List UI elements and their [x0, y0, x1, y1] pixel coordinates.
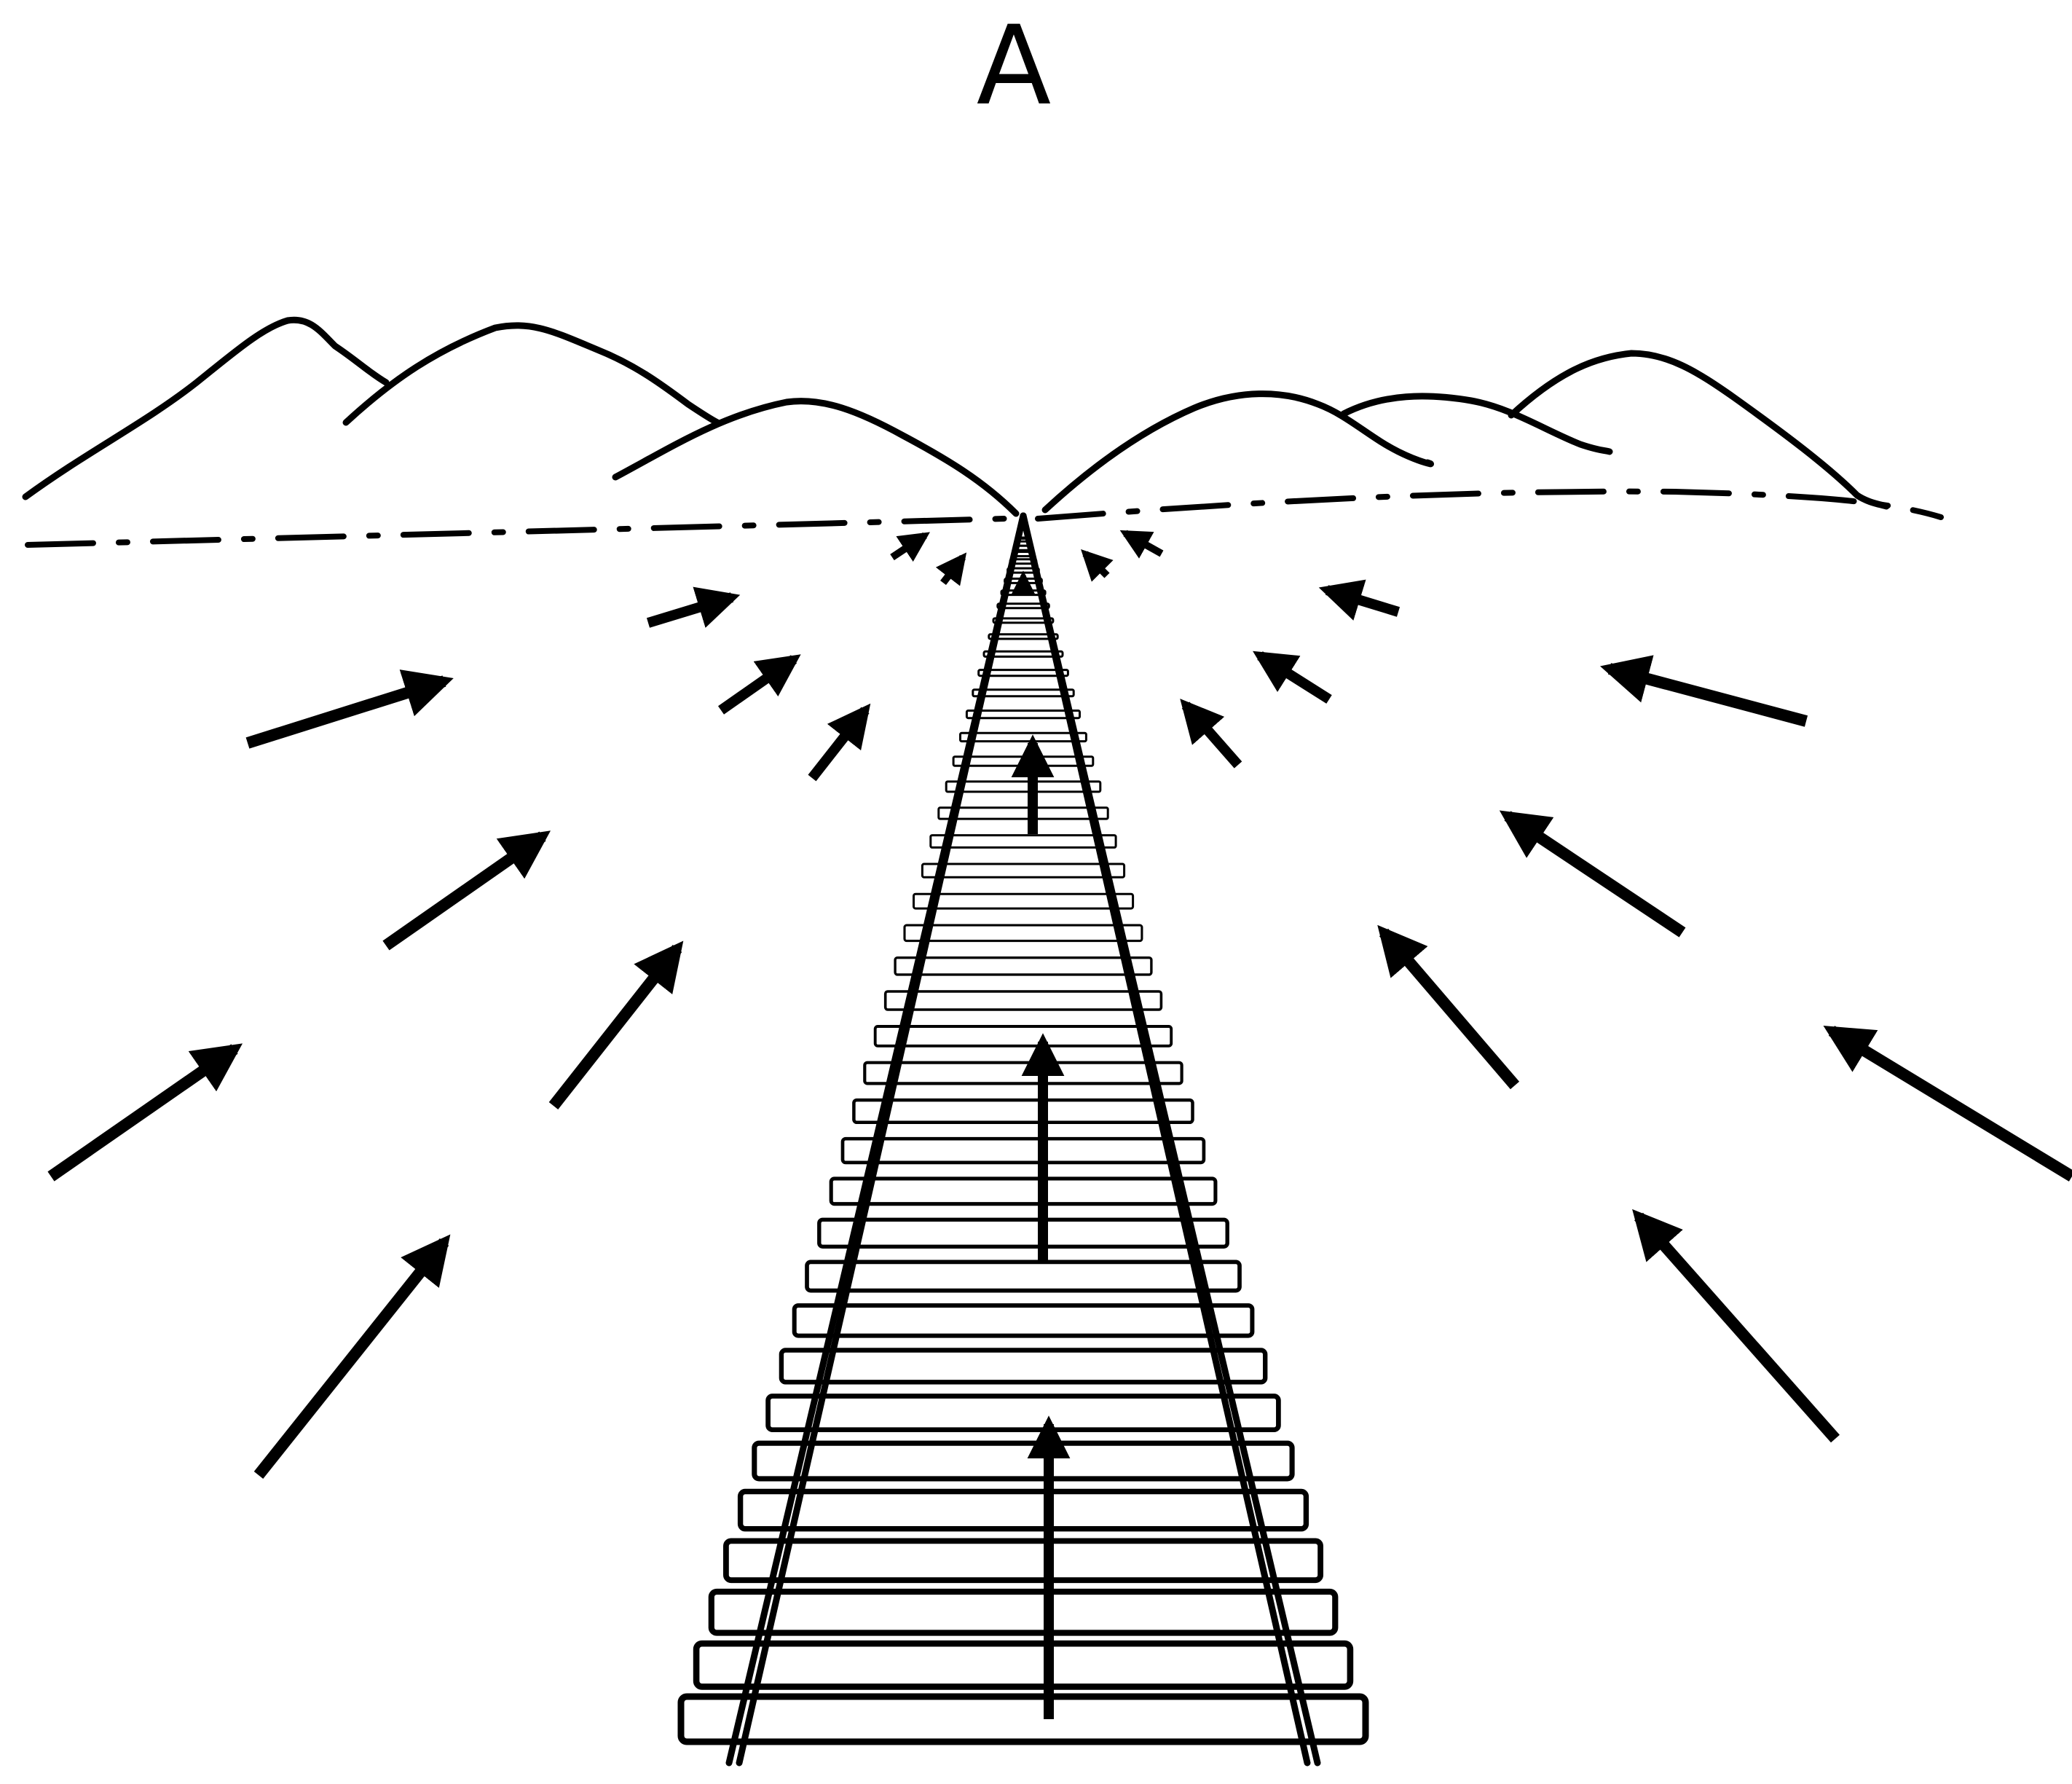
track-tie — [961, 733, 1087, 741]
track-tie — [854, 1100, 1192, 1123]
track-tie — [931, 836, 1116, 848]
mountain-3 — [615, 401, 1016, 514]
flow-arrow — [248, 681, 444, 743]
track-tie — [984, 651, 1063, 656]
mountain-4 — [1045, 394, 1430, 510]
mountain-1 — [25, 320, 386, 497]
flow-arrow — [1327, 590, 1398, 612]
railway-track — [681, 516, 1366, 1763]
track-tie — [819, 1219, 1227, 1246]
flow-arrow — [386, 836, 543, 946]
flow-arrow — [892, 535, 925, 557]
track-tie — [781, 1351, 1265, 1383]
track-tie — [741, 1492, 1307, 1529]
track-tie — [807, 1262, 1240, 1290]
flow-arrow — [812, 710, 865, 778]
track-tie — [696, 1643, 1350, 1686]
track-tie — [681, 1697, 1366, 1742]
flow-arrow — [1639, 1217, 1835, 1439]
flow-arrow — [51, 1049, 235, 1176]
flow-arrow — [943, 557, 963, 583]
track-tie — [712, 1592, 1336, 1633]
track-tie — [843, 1139, 1204, 1163]
track-tie — [795, 1305, 1253, 1336]
horizon-right — [1038, 492, 1941, 519]
flow-arrow — [648, 597, 732, 623]
track-tie — [875, 1026, 1172, 1046]
flow-arrow — [259, 1242, 444, 1475]
track-tie — [726, 1541, 1320, 1580]
track-tie — [953, 757, 1093, 766]
track-tie — [966, 711, 1079, 718]
flow-arrow — [1610, 669, 1806, 721]
horizon-left — [28, 519, 1005, 545]
horizon-line — [28, 492, 1941, 545]
track-tie — [755, 1443, 1292, 1479]
track-tie — [979, 670, 1068, 676]
flow-arrow — [1186, 705, 1238, 765]
flow-arrow — [1125, 533, 1162, 554]
track-tie — [939, 808, 1108, 819]
mountain-2 — [346, 326, 717, 423]
track-tie — [768, 1396, 1279, 1430]
track-tie — [922, 864, 1124, 877]
track-tie — [886, 991, 1162, 1010]
track-tie — [905, 925, 1142, 941]
track-tie — [831, 1179, 1216, 1204]
track-tie — [864, 1063, 1181, 1084]
flow-arrow — [1832, 1031, 2072, 1176]
flow-arrow — [1384, 932, 1515, 1085]
flow-arrow — [1085, 554, 1107, 575]
mountain-6 — [1511, 353, 1886, 506]
flow-arrow — [1508, 816, 1682, 932]
track-tie — [914, 894, 1133, 908]
track-tie — [895, 958, 1151, 975]
track-tie — [946, 782, 1100, 792]
flow-arrow — [721, 659, 794, 710]
mountain-range — [25, 320, 1886, 514]
track-tie — [973, 690, 1074, 696]
flow-arrow — [1260, 656, 1329, 699]
flow-arrow — [554, 948, 677, 1106]
